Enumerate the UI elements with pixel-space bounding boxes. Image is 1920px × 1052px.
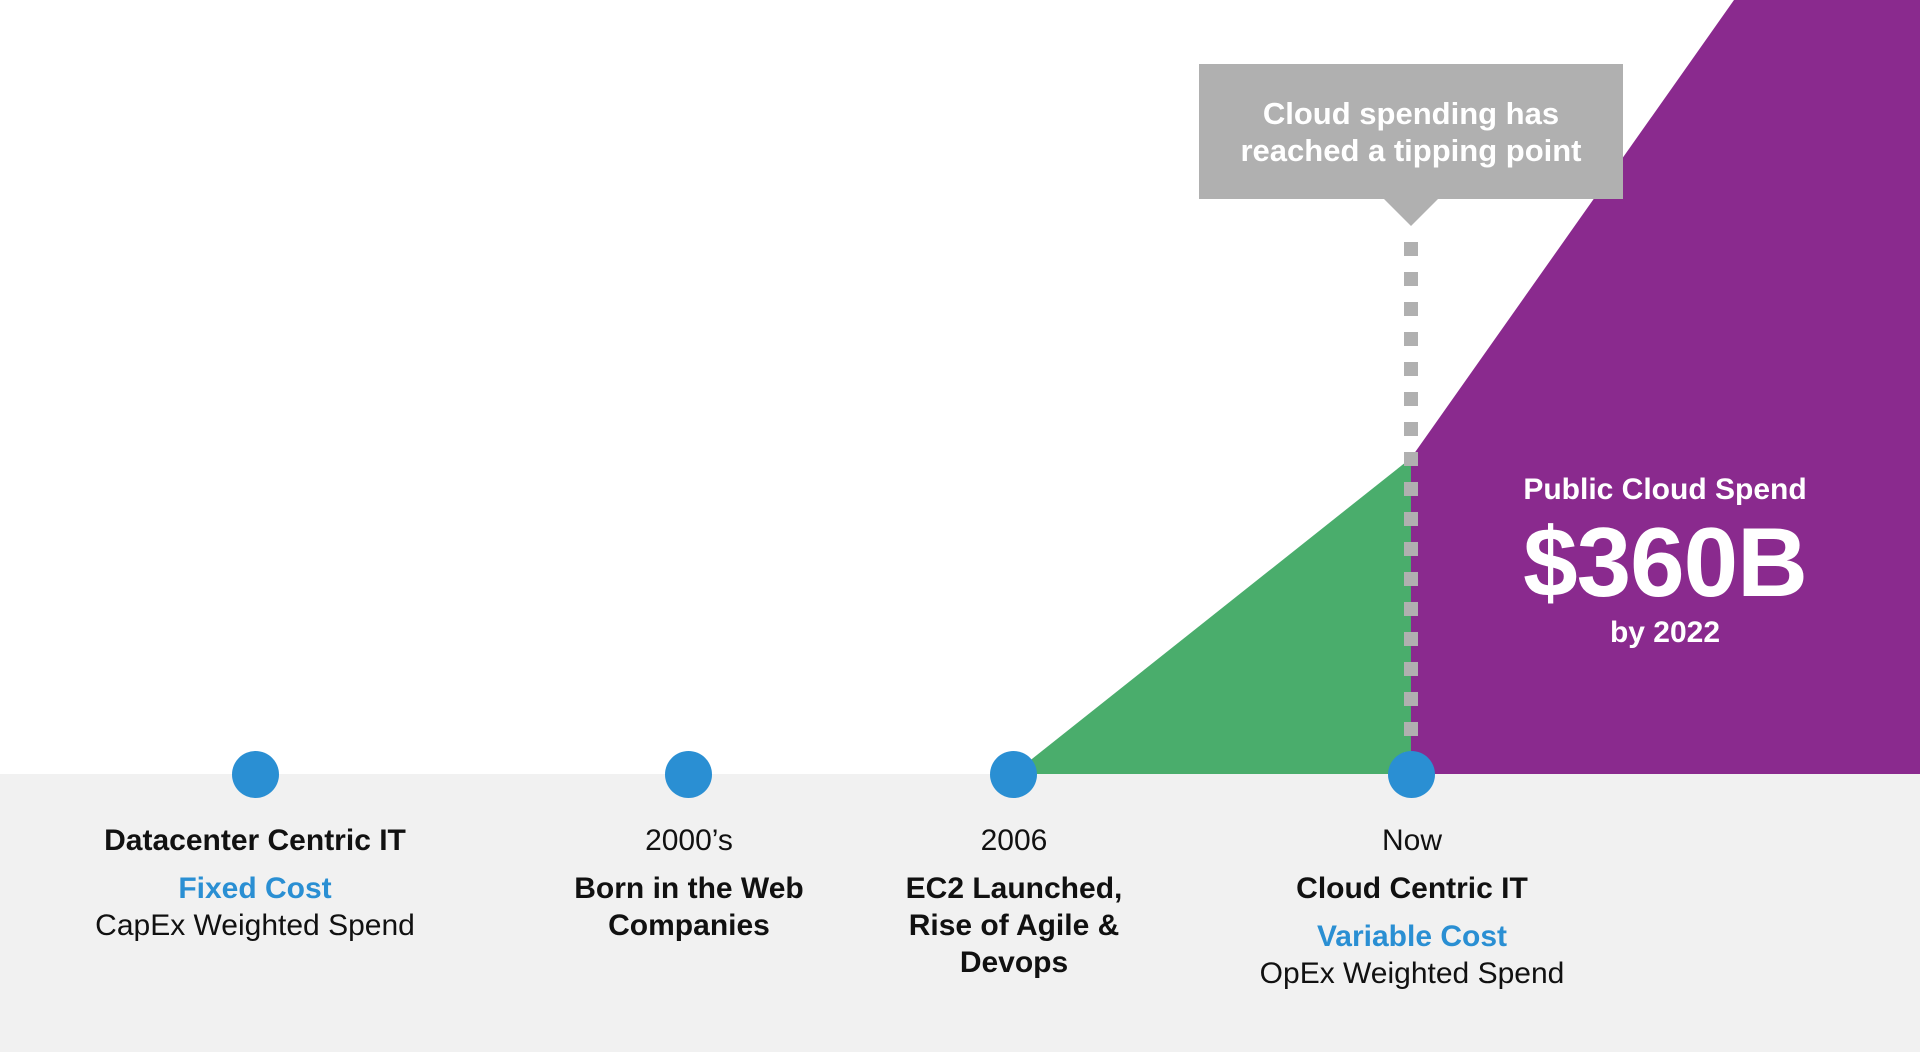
milestone-now: Now Cloud Centric IT Variable Cost OpEx … xyxy=(1212,822,1612,992)
spend-label: Public Cloud Spend xyxy=(1523,473,1807,506)
callout-pointer xyxy=(1383,198,1439,226)
milestone-2000s: 2000’s Born in the Web Companies xyxy=(489,822,889,944)
green-growth-area xyxy=(1013,458,1411,774)
milestone-year: 2006 xyxy=(980,824,1048,857)
milestone-body: Born in the Web Companies xyxy=(574,872,804,942)
milestone-cost: Variable Cost xyxy=(1316,920,1508,953)
spend-amount: $360B xyxy=(1523,507,1808,617)
callout-text: Cloud spending has reached a tipping poi… xyxy=(1240,95,1582,168)
timeline-dot-datacenter xyxy=(232,751,279,798)
milestone-datacenter: Datacenter Centric IT Fixed Cost CapEx W… xyxy=(55,822,455,944)
purple-cloud-spend-area xyxy=(1411,0,1920,774)
spend-year: by 2022 xyxy=(1609,616,1721,649)
timeline-dot-2006 xyxy=(990,751,1037,798)
milestone-cost: Fixed Cost xyxy=(178,872,332,905)
milestone-year: 2000’s xyxy=(645,824,733,857)
tipping-point-callout: Cloud spending has reached a tipping poi… xyxy=(1199,64,1623,199)
milestone-title: Datacenter Centric IT xyxy=(104,824,406,857)
milestone-title: Cloud Centric IT xyxy=(1296,872,1528,905)
milestone-desc: CapEx Weighted Spend xyxy=(95,909,415,942)
timeline-band xyxy=(0,774,1920,1052)
milestone-desc: OpEx Weighted Spend xyxy=(1259,957,1565,990)
timeline-dot-now xyxy=(1388,751,1435,798)
public-cloud-spend-block: Public Cloud Spend $360B by 2022 xyxy=(1485,470,1845,652)
milestone-2006: 2006 EC2 Launched, Rise of Agile & Devop… xyxy=(814,822,1214,981)
timeline-dot-2000s xyxy=(665,751,712,798)
milestone-year: Now xyxy=(1381,824,1442,857)
milestone-body: EC2 Launched, Rise of Agile & Devops xyxy=(905,872,1123,979)
